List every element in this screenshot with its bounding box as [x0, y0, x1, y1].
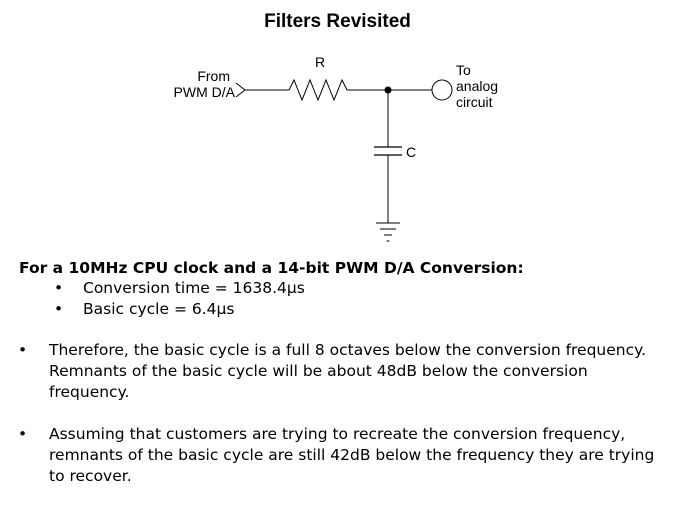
- bullet-marker: •: [54, 279, 64, 297]
- sub-bullet-text: Basic cycle = 6.4µs: [83, 300, 235, 318]
- bullet-text: Therefore, the basic cycle is a full 8 o…: [49, 341, 647, 401]
- bullet-marker: •: [18, 425, 28, 443]
- capacitor-label: C: [406, 144, 416, 160]
- output-label-circuit: circuit: [456, 94, 493, 110]
- ground-icon: [376, 222, 400, 242]
- output-label-analog: analog: [456, 78, 498, 94]
- output-terminal-icon: [431, 79, 453, 101]
- section-heading: For a 10MHz CPU clock and a 14-bit PWM D…: [19, 259, 524, 277]
- bullet-marker: •: [54, 300, 64, 318]
- resistor-icon: [288, 78, 348, 102]
- input-label-from: From: [197, 68, 230, 84]
- output-label-to: To: [456, 62, 471, 78]
- resistor-label: R: [315, 54, 325, 70]
- sub-bullet-text: Conversion time = 1638.4µs: [83, 279, 305, 297]
- input-label-pwm: PWM D/A: [174, 84, 236, 100]
- rc-filter-diagram: From PWM D/A R To analog circuit C: [174, 54, 498, 242]
- slide-title: Filters Revisited: [264, 11, 411, 32]
- bullet-marker: •: [18, 341, 28, 359]
- bullet-text: Assuming that customers are trying to re…: [49, 425, 655, 485]
- input-arrow-icon: [235, 82, 246, 98]
